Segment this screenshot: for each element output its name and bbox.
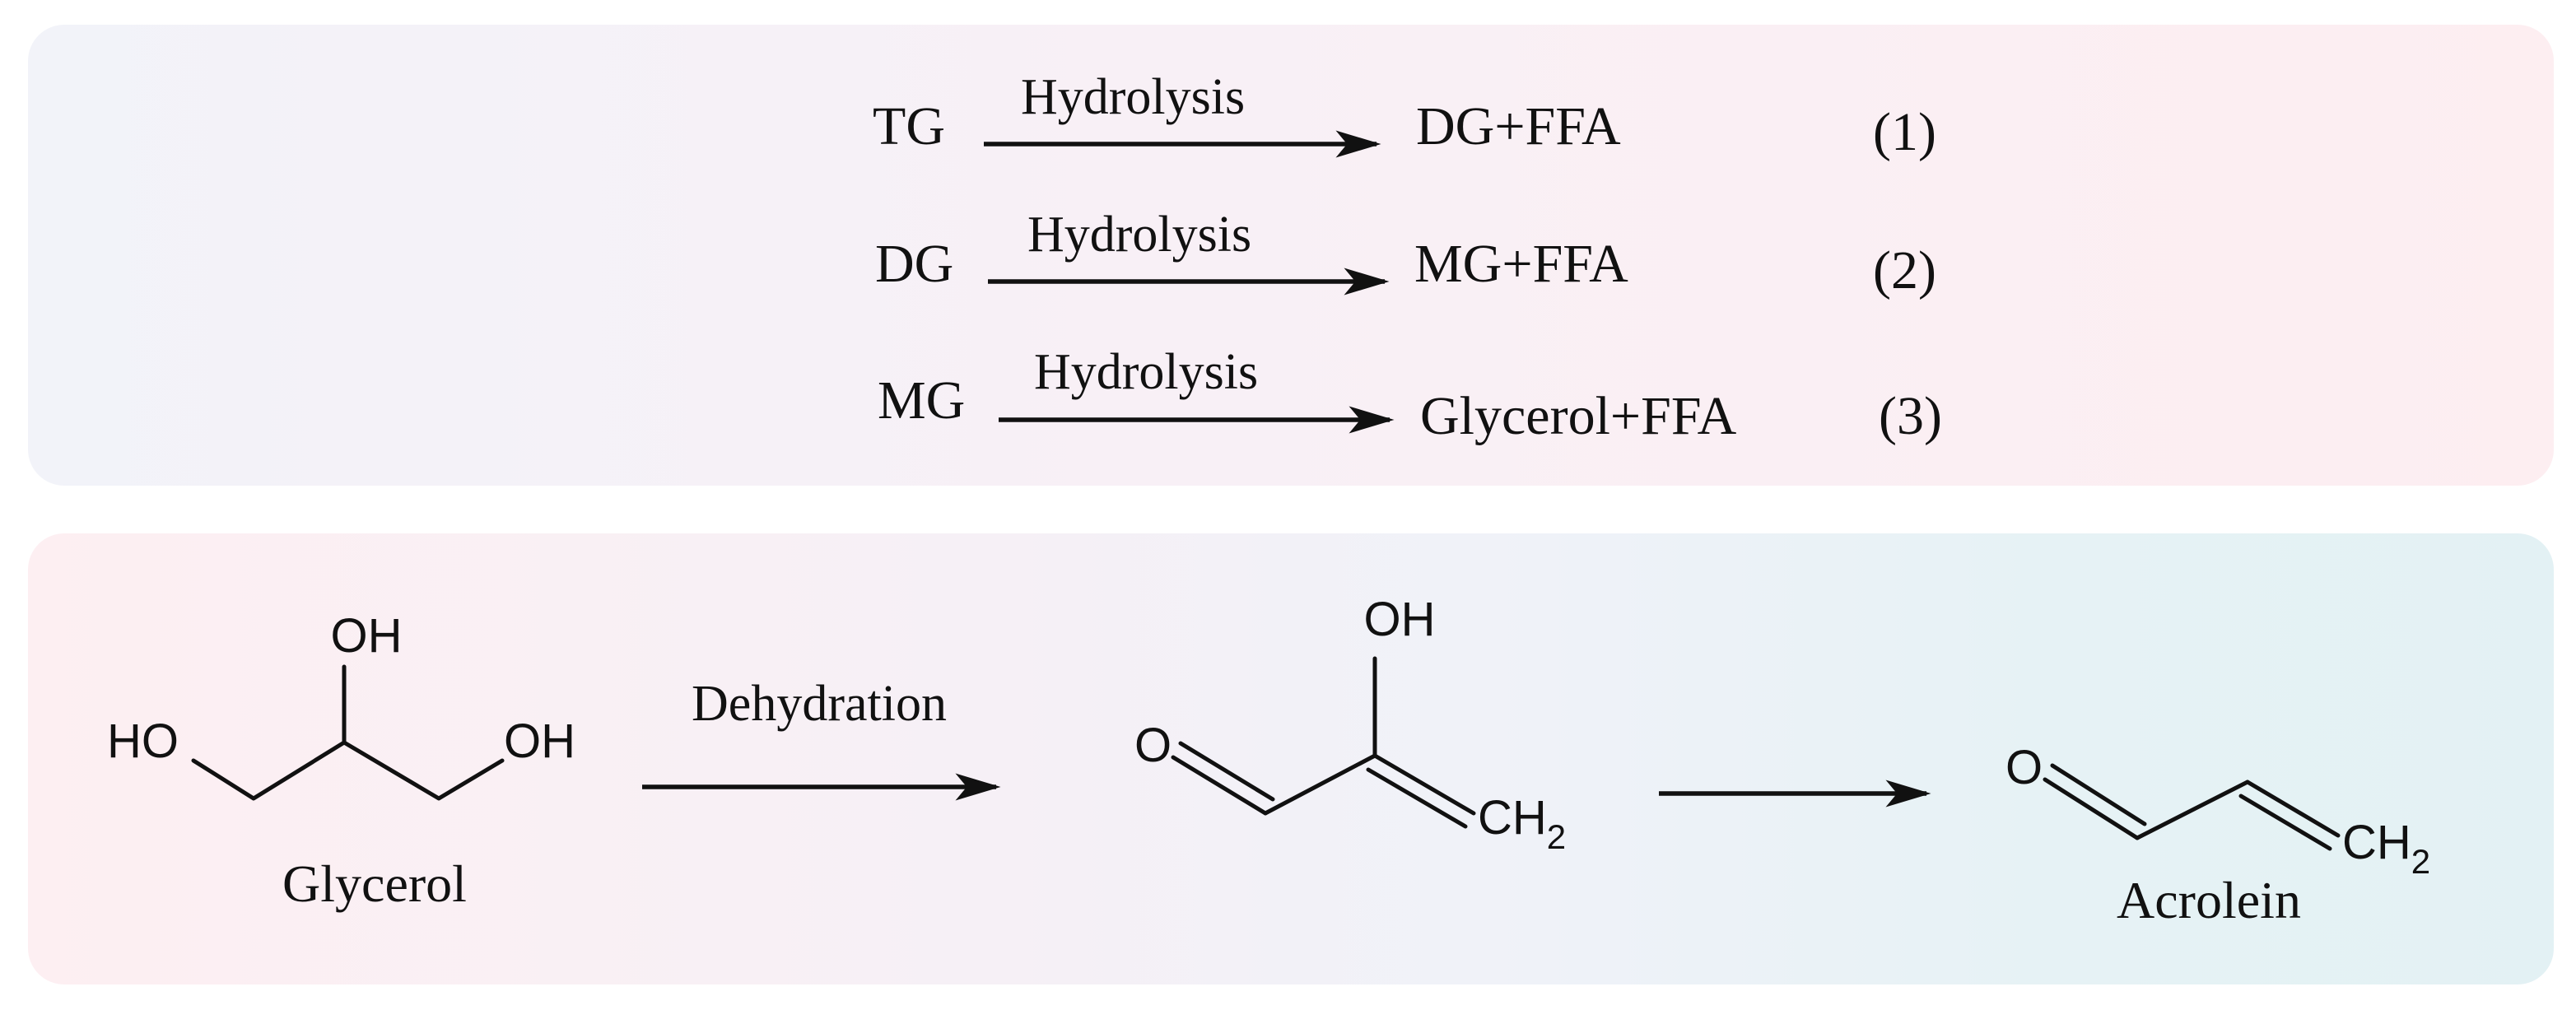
acrolein-cc-bond xyxy=(2135,780,2250,840)
intermediate-ch2-subscript: 2 xyxy=(1547,817,1566,856)
acrolein-co-bond-a xyxy=(2043,777,2140,840)
acrolein-cch2-bond-a xyxy=(2245,780,2341,838)
eq3-reactant: MG xyxy=(878,370,965,431)
equation-2: DG Hydrolysis MG+FFA (2) xyxy=(875,207,1936,300)
eq2-number: (2) xyxy=(1873,240,1936,300)
acrolein-ch2: CH2 xyxy=(2342,816,2430,881)
glycerol-ho-left: HO xyxy=(107,714,179,768)
glycerol-oh-top: OH xyxy=(331,609,403,663)
glycerol-label: Glycerol xyxy=(282,854,467,913)
eq3-products: Glycerol+FFA xyxy=(1420,386,1737,446)
intermediate-co-bond-a xyxy=(1171,755,1268,816)
hydrolysis-panel xyxy=(28,25,2554,486)
equation-3: MG Hydrolysis Glycerol+FFA (3) xyxy=(878,344,1942,446)
eq1-number: (1) xyxy=(1873,102,1936,162)
dehydration-condition: Dehydration xyxy=(692,676,947,732)
eq2-condition: Hydrolysis xyxy=(1027,207,1251,263)
intermediate-o: O xyxy=(1134,719,1172,772)
eq2-reactant: DG xyxy=(875,234,953,294)
eq3-condition: Hydrolysis xyxy=(1034,344,1258,400)
acrolein-label: Acrolein xyxy=(2117,871,2301,929)
glycerol-skeleton xyxy=(191,740,505,801)
intermediate-ch2: CH2 xyxy=(1478,791,1566,856)
intermediate-structure: O OH CH2 xyxy=(1134,593,1566,856)
glycerol-oh-right: OH xyxy=(504,714,575,768)
eq1-reactant: TG xyxy=(873,96,945,156)
acrolein-o: O xyxy=(2005,741,2043,794)
eq1-condition: Hydrolysis xyxy=(1021,69,1245,125)
eq2-products: MG+FFA xyxy=(1414,234,1628,294)
glycerol-structure: OH HO OH Glycerol xyxy=(107,609,575,913)
intermediate-cch2-bond-b xyxy=(1366,767,1468,829)
intermediate-ch: CH xyxy=(1478,791,1547,845)
acrolein-co-bond-b xyxy=(2050,763,2147,826)
acrolein-ch: CH xyxy=(2342,816,2411,869)
intermediate-oh: OH xyxy=(1364,593,1436,646)
acrolein-cch2-bond-b xyxy=(2238,794,2332,851)
equation-1: TG Hydrolysis DG+FFA (1) xyxy=(873,69,1936,162)
dehydration-panel xyxy=(28,533,2554,984)
eq1-products: DG+FFA xyxy=(1416,96,1621,156)
eq3-number: (3) xyxy=(1879,386,1942,446)
intermediate-co-bond-b xyxy=(1178,741,1275,802)
acrolein-structure: O CH2 Acrolein xyxy=(2005,741,2430,929)
intermediate-cc-bond xyxy=(1263,753,1377,816)
acrolein-ch2-subscript: 2 xyxy=(2411,842,2430,881)
intermediate-cch2-bond-a xyxy=(1372,753,1476,816)
